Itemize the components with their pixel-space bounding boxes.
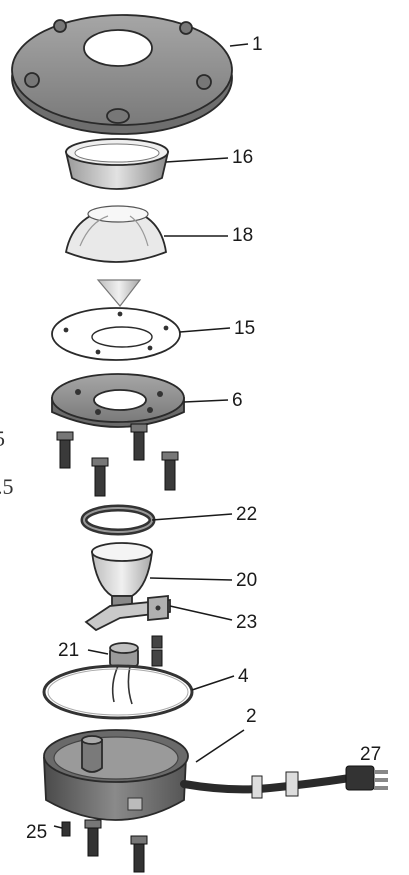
callout-15: 15 bbox=[234, 318, 255, 339]
edge-text-2: 0.5 bbox=[0, 474, 14, 499]
part-2-housing bbox=[43, 729, 189, 821]
screws-upper bbox=[56, 423, 179, 497]
part-18-lens bbox=[64, 205, 167, 263]
leader-21 bbox=[87, 649, 109, 655]
callout-23: 23 bbox=[236, 612, 257, 633]
callout-16: 16 bbox=[232, 147, 253, 168]
part-21-socket bbox=[109, 642, 139, 705]
leader-15 bbox=[179, 327, 231, 333]
part-15-gasket bbox=[51, 307, 181, 361]
callout-20: 20 bbox=[236, 570, 257, 591]
leader-25 bbox=[53, 825, 63, 829]
part-4-gasket-ring bbox=[42, 664, 194, 720]
callout-22: 22 bbox=[236, 504, 257, 525]
leader-20 bbox=[149, 577, 233, 581]
part-1-top-plate bbox=[11, 14, 233, 135]
part-16-ring bbox=[64, 138, 170, 190]
screws-bracket bbox=[151, 635, 163, 667]
callout-27: 27 bbox=[360, 744, 381, 765]
callout-1: 1 bbox=[252, 34, 263, 55]
part-27-cord-plug bbox=[180, 765, 388, 799]
callout-4: 4 bbox=[238, 666, 249, 687]
part-20-lamp bbox=[90, 542, 154, 609]
leader-2 bbox=[195, 729, 245, 763]
leader-16 bbox=[165, 157, 229, 163]
leader-4 bbox=[191, 675, 235, 691]
part-23-bracket bbox=[84, 595, 171, 632]
edge-text-1: 5 bbox=[0, 426, 5, 451]
part-6-mounting-plate bbox=[51, 373, 185, 428]
callout-25: 25 bbox=[26, 822, 47, 843]
screws-bottom bbox=[61, 819, 148, 873]
callout-21: 21 bbox=[58, 640, 79, 661]
callout-2: 2 bbox=[246, 706, 257, 727]
leader-1 bbox=[229, 43, 249, 47]
leader-6 bbox=[183, 399, 229, 403]
callout-18: 18 bbox=[232, 225, 253, 246]
leader-23 bbox=[169, 605, 233, 621]
callout-6: 6 bbox=[232, 390, 243, 411]
leader-22 bbox=[151, 513, 233, 521]
cone-reflector bbox=[96, 279, 142, 307]
part-22-seal-ring bbox=[80, 504, 156, 536]
